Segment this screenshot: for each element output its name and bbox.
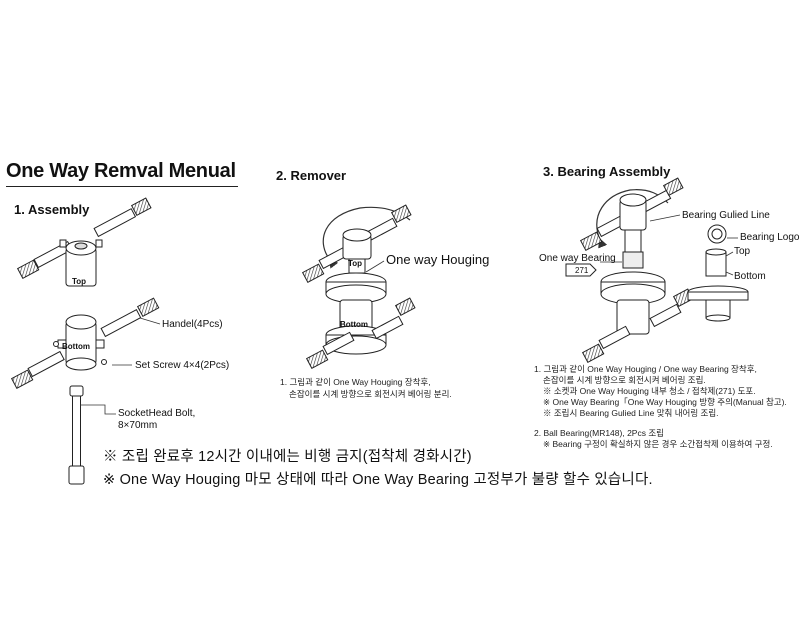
section-title-remover: 2. Remover bbox=[276, 168, 347, 183]
title-underline bbox=[6, 186, 238, 187]
assembly-bottom-part bbox=[10, 297, 160, 485]
label-bottom: Bottom bbox=[62, 342, 90, 351]
label-one-way-houging: One way Houging bbox=[386, 252, 490, 267]
bearing-note-line-1: 1. 그림과 같이 One Way Houging / One way Bear… bbox=[534, 364, 757, 374]
warning-line-2: ※ One Way Houging 마모 상태에 따라 One Way Bear… bbox=[103, 472, 653, 488]
label-one-way-bearing: One way Bearing bbox=[539, 253, 616, 264]
remover-note-line-1: 1. 그림과 같이 One Way Houging 장착후, bbox=[280, 377, 431, 387]
bearing-assembly bbox=[565, 177, 749, 363]
label-handel: Handel(4Pcs) bbox=[162, 319, 223, 330]
handle bbox=[93, 197, 152, 238]
label-set-screw: Set Screw 4×4(2Pcs) bbox=[135, 360, 230, 371]
label-bearing-logo: Bearing Logo bbox=[740, 232, 800, 243]
bearing-note-line-4: ※ One Way Bearing「One Way Houging 방향 주의(… bbox=[543, 397, 787, 407]
remover-assembly bbox=[301, 204, 416, 369]
bearing-note-line-5: ※ 조립시 Bearing Gulied Line 맞춰 내어링 조립. bbox=[543, 408, 719, 418]
handle bbox=[10, 350, 65, 389]
handle bbox=[365, 204, 412, 242]
bearing-note2-line-1: 2. Ball Bearing(MR148), 2Pcs 조립 bbox=[534, 428, 664, 438]
bearing-note2-line-2: ※ Bearing 구정이 확실하지 않은 경우 소간접착제 이용하여 구정. bbox=[543, 439, 773, 449]
handle bbox=[16, 240, 73, 279]
handle bbox=[371, 297, 416, 340]
label-bottom: Bottom bbox=[734, 271, 766, 282]
label-part-number: 271 bbox=[575, 266, 589, 275]
label-socket-head-size: 8×70mm bbox=[118, 420, 158, 431]
section-title-bearing-assembly: 3. Bearing Assembly bbox=[543, 164, 671, 179]
label-socket-head-bolt: SocketHead Bolt, bbox=[118, 408, 196, 419]
label-top: Top bbox=[734, 246, 751, 257]
page-title: One Way Remval Menual bbox=[6, 160, 236, 182]
remover-note-line-2: 손잡이를 시계 방향으로 회전시켜 베어링 분리. bbox=[289, 389, 452, 399]
bearing-note-line-2: 손잡이를 시계 방향으로 회전시켜 베어링 조립. bbox=[543, 375, 706, 385]
label-top: Top bbox=[72, 277, 87, 286]
bearing-note-line-3: ※ 소켓과 One Way Houging 내부 청소 / 접착제(271) 도… bbox=[543, 386, 756, 396]
handle bbox=[581, 325, 631, 363]
label-bottom: Bottom bbox=[340, 320, 368, 329]
warning-line-1: ※ 조립 완료후 12시간 이내에는 비행 금지(접착체 경화시간) bbox=[103, 449, 472, 465]
label-bearing-guide-line: Bearing Gulied Line bbox=[682, 210, 770, 221]
handle bbox=[305, 331, 355, 369]
section-title-assembly: 1. Assembly bbox=[14, 202, 90, 217]
label-top: Top bbox=[348, 259, 363, 268]
assembly-top-part bbox=[16, 197, 152, 287]
handle bbox=[100, 297, 160, 338]
